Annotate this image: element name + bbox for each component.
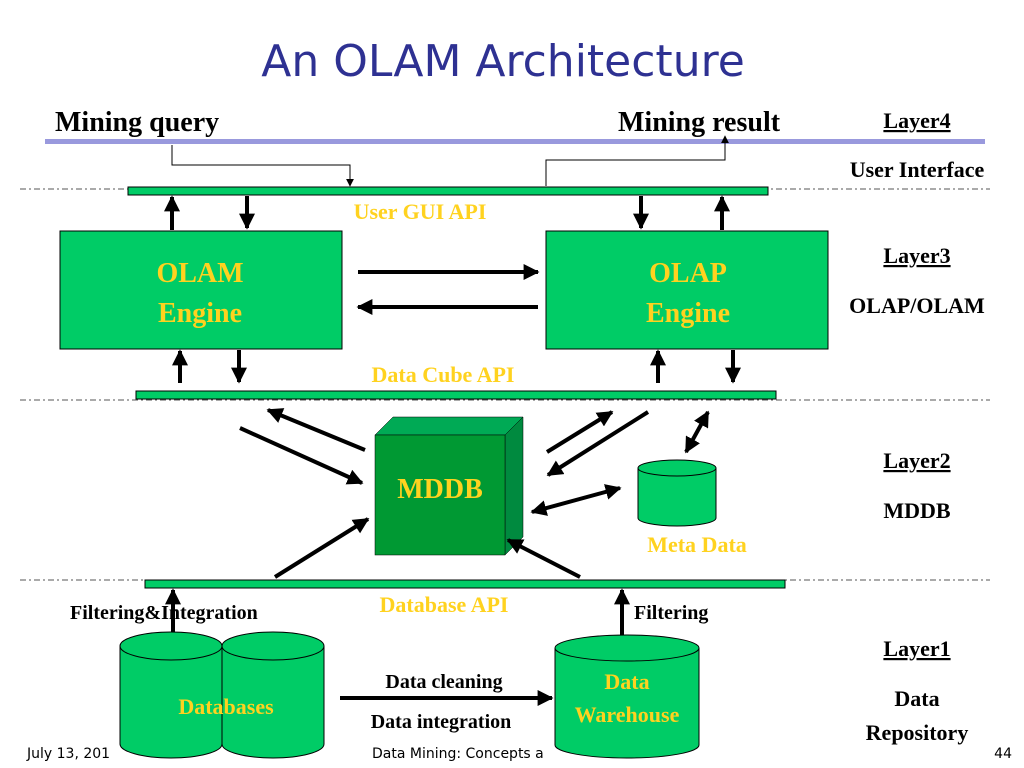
mddb-cube-top bbox=[374, 416, 524, 436]
layer2-label: Layer2 bbox=[883, 448, 950, 473]
warehouse-line2: Warehouse bbox=[575, 702, 680, 727]
layer4-label: Layer4 bbox=[883, 108, 950, 133]
filtering-integration-label: Filtering&Integration bbox=[70, 602, 258, 624]
layer3-name: OLAP/OLAM bbox=[849, 293, 985, 318]
arrow-cube-api-to-mddb bbox=[239, 426, 364, 485]
metadata-cylinder-body bbox=[637, 468, 717, 527]
warehouse-cylinder-body bbox=[554, 648, 700, 759]
arrow-cube-api-to-mddb bbox=[546, 410, 650, 477]
mining-query-label: Mining query bbox=[55, 107, 219, 138]
arrow-db-api-to-mddb bbox=[506, 538, 581, 579]
layer2-name: MDDB bbox=[883, 498, 951, 523]
page-title: An OLAM Architecture bbox=[261, 36, 745, 87]
databases-label: Databases bbox=[178, 694, 274, 719]
arrow-mddb-to-cube-api bbox=[266, 408, 366, 452]
data-cube-api-label: Data Cube API bbox=[371, 362, 514, 387]
metadata-cylinder-top bbox=[637, 459, 717, 477]
layer1-name-line2: Repository bbox=[866, 720, 969, 745]
olap-engine-line1: OLAP bbox=[649, 258, 727, 289]
mddb-cube-side bbox=[504, 416, 524, 556]
layer4-name: User Interface bbox=[850, 157, 985, 182]
query-connector bbox=[171, 145, 354, 187]
warehouse-line1: Data bbox=[604, 669, 649, 694]
data-cube-api-bar bbox=[135, 390, 777, 400]
mddb-label: MDDB bbox=[397, 474, 483, 505]
olap-engine-box bbox=[545, 230, 829, 350]
mining-result-label: Mining result bbox=[618, 107, 781, 138]
database-api-label: Database API bbox=[380, 592, 509, 617]
layer3-label: Layer3 bbox=[883, 243, 950, 268]
olam-engine-line2: Engine bbox=[158, 298, 242, 329]
olam-engine-line1: OLAM bbox=[156, 258, 243, 289]
database-api-bar bbox=[144, 579, 786, 589]
database-cylinder-body bbox=[119, 646, 223, 759]
footer-date: July 13, 201 bbox=[26, 746, 110, 762]
layer1-name-line1: Data bbox=[894, 686, 939, 711]
arrow-mddb-to-cube-api bbox=[545, 410, 614, 454]
top-divider bbox=[45, 139, 985, 144]
arrow-db-api-to-mddb bbox=[273, 517, 370, 579]
footer-center: Data Mining: Concepts a bbox=[372, 746, 544, 762]
metadata-label: Meta Data bbox=[647, 532, 747, 557]
result-connector bbox=[545, 135, 729, 186]
user-gui-api-label: User GUI API bbox=[354, 199, 487, 224]
database-cylinder-top bbox=[221, 631, 325, 661]
olam-engine-box bbox=[59, 230, 343, 350]
footer-page: 44 bbox=[994, 746, 1012, 762]
warehouse-cylinder-top bbox=[554, 634, 700, 662]
olap-engine-line2: Engine bbox=[646, 298, 730, 329]
user-gui-api-bar bbox=[127, 186, 769, 196]
mddb-cube-front bbox=[374, 434, 506, 556]
filtering-label: Filtering bbox=[634, 602, 708, 624]
data-cleaning-label: Data cleaning bbox=[385, 671, 502, 693]
data-integration-label: Data integration bbox=[371, 711, 512, 733]
layer1-label: Layer1 bbox=[883, 636, 950, 661]
database-cylinder-body bbox=[221, 646, 325, 759]
database-cylinder-top bbox=[119, 631, 223, 661]
arrow-metadata-cube-api bbox=[684, 410, 710, 454]
arrow-mddb-metadata bbox=[530, 484, 622, 516]
